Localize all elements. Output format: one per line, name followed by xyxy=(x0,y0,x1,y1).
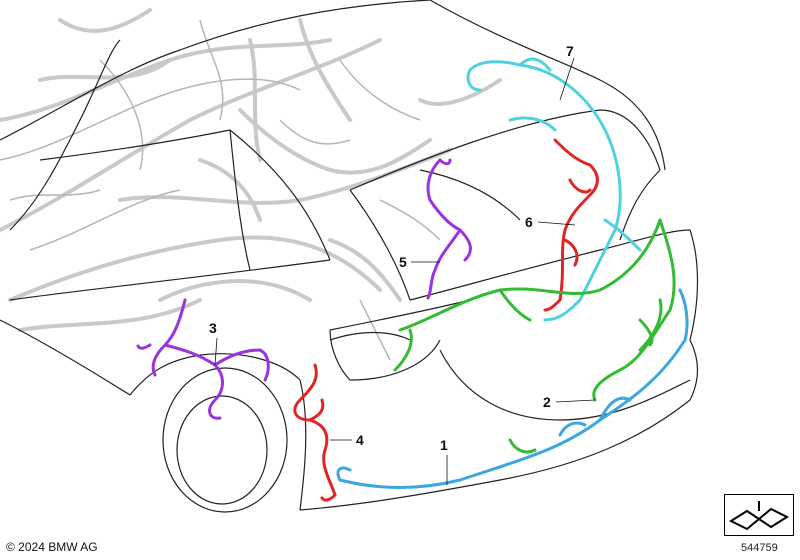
callout-6: 6 xyxy=(525,214,533,230)
car-orientation-icon xyxy=(728,501,790,531)
harness-5 xyxy=(426,158,472,300)
car-body-outline xyxy=(0,0,699,513)
harness-2 xyxy=(393,218,676,454)
orientation-icon-box xyxy=(724,494,794,536)
background-wiring-thin xyxy=(0,19,441,361)
callout-5: 5 xyxy=(399,254,407,270)
leader-lines xyxy=(214,57,596,485)
harness-4 xyxy=(293,363,337,502)
callout-2: 2 xyxy=(543,394,551,410)
harness-6 xyxy=(543,138,599,312)
harness-1 xyxy=(336,288,689,489)
callout-4: 4 xyxy=(356,432,364,448)
harness-3 xyxy=(136,298,270,420)
callout-7: 7 xyxy=(566,43,574,59)
callout-3: 3 xyxy=(209,320,217,336)
harness-7 xyxy=(466,57,642,322)
background-wiring xyxy=(0,8,502,332)
diagram-number: 544759 xyxy=(741,542,778,554)
callout-1: 1 xyxy=(440,437,448,453)
copyright-text: © 2024 BMW AG xyxy=(6,540,98,554)
